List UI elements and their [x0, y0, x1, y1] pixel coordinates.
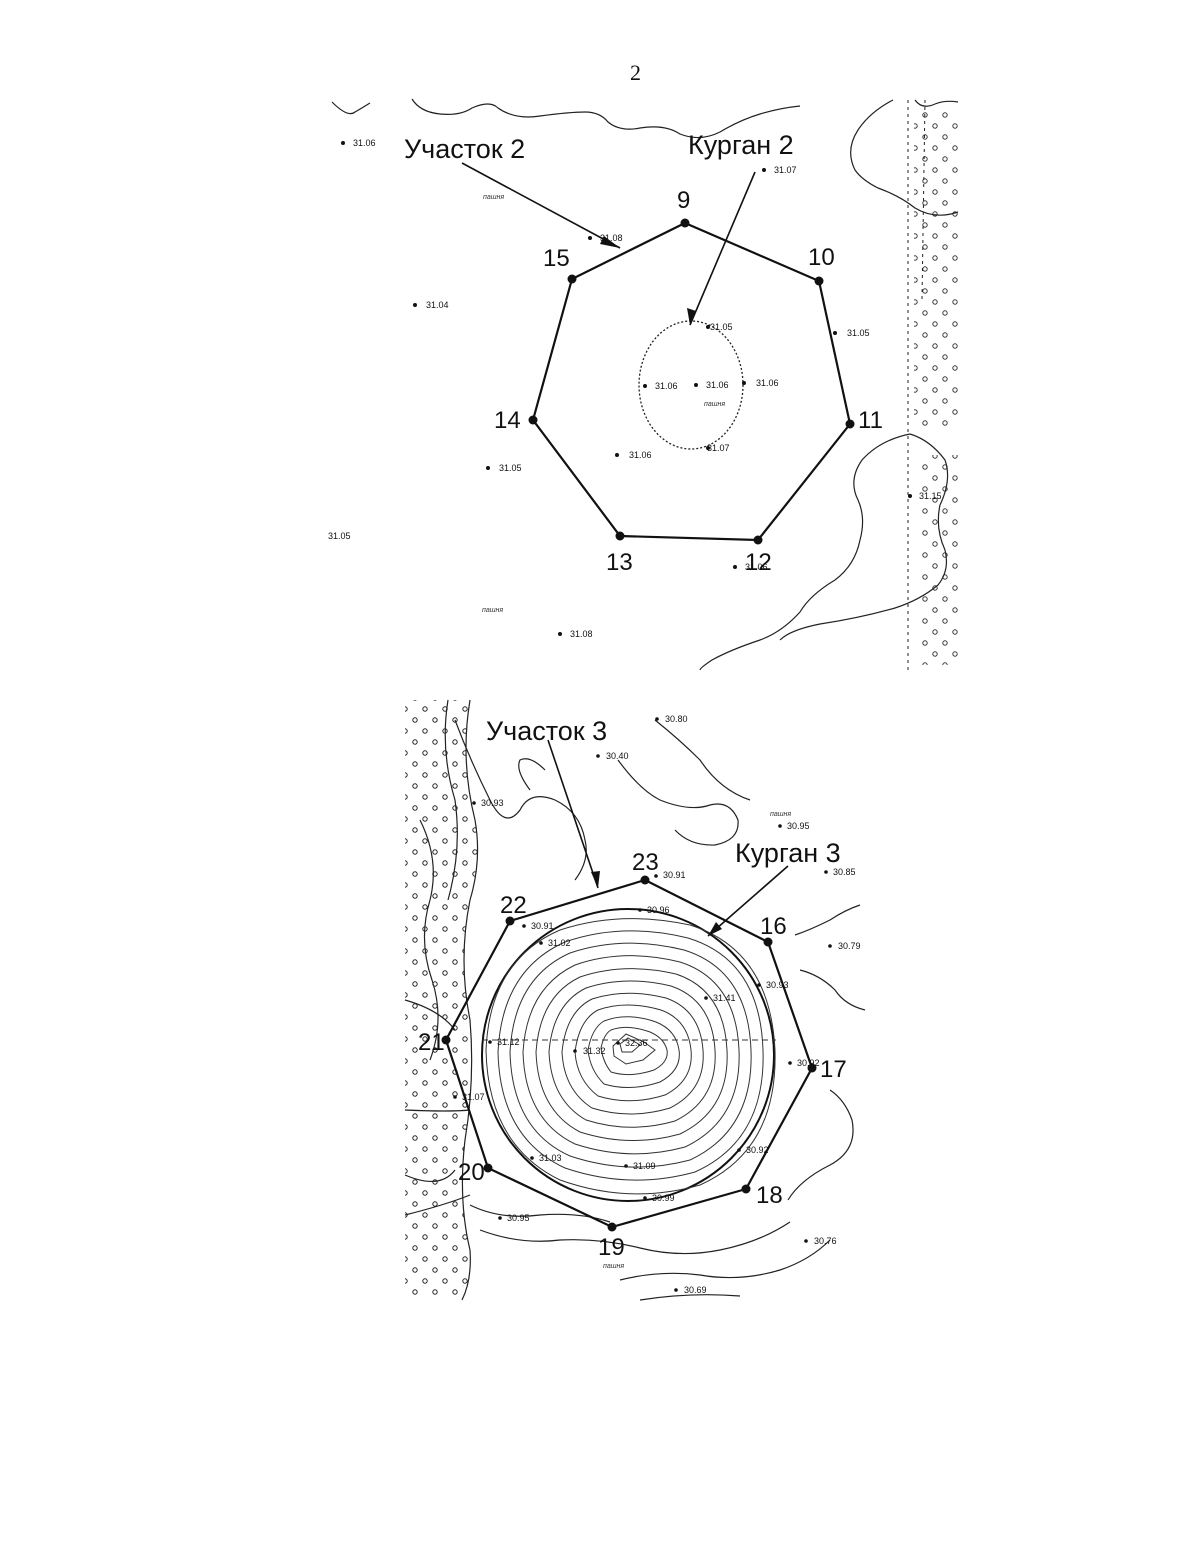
svg-text:30.80: 30.80: [665, 714, 688, 724]
vertex-label-11: 11: [858, 407, 883, 434]
svg-text:31.32: 31.32: [583, 1046, 606, 1056]
vertex-marker: [640, 875, 650, 885]
vertex-marker: [528, 415, 538, 425]
svg-text:31.05: 31.05: [710, 322, 733, 332]
svg-text:31.08: 31.08: [600, 233, 623, 243]
vertex-label-9: 9: [677, 187, 690, 214]
svg-text:31.08: 31.08: [570, 629, 593, 639]
svg-text:31.06: 31.06: [756, 378, 779, 388]
svg-text:31.06: 31.06: [655, 381, 678, 391]
svg-text:32.36: 32.36: [625, 1038, 648, 1048]
svg-text:31.12: 31.12: [497, 1037, 520, 1047]
svg-text:30.96: 30.96: [647, 905, 670, 915]
vertex-marker: [505, 916, 515, 926]
vertex-marker: [680, 218, 690, 228]
svg-text:31.41: 31.41: [713, 993, 736, 1003]
svg-text:31.05: 31.05: [499, 463, 522, 473]
plot-label: Участок 3: [486, 716, 607, 746]
svg-text:31.06: 31.06: [745, 562, 768, 572]
terrain-note: пашня: [603, 1263, 624, 1270]
vertex-marker: [607, 1222, 617, 1232]
mound-label: Курган 3: [735, 838, 841, 868]
svg-text:30.40: 30.40: [606, 751, 629, 761]
mound-label: Курган 2: [688, 130, 794, 160]
terrain-note: пашня: [482, 607, 503, 614]
svg-text:31.07: 31.07: [707, 443, 730, 453]
vertex-label-22: 22: [500, 892, 527, 919]
svg-text:31.05: 31.05: [847, 328, 870, 338]
vertex-marker: [441, 1035, 451, 1045]
svg-text:30.95: 30.95: [787, 821, 810, 831]
svg-text:31.06: 31.06: [353, 138, 376, 148]
vertex-marker: [567, 274, 577, 284]
vertex-label-19: 19: [598, 1234, 625, 1261]
svg-text:31.06: 31.06: [706, 380, 729, 390]
vertex-label-18: 18: [756, 1182, 783, 1209]
map-plot-3: Участок 3 Курган 3 16 17 18 19 20 21 22 …: [404, 699, 866, 1301]
vertex-marker: [615, 531, 625, 541]
svg-text:30.91: 30.91: [531, 921, 554, 931]
plot-label: Участок 2: [404, 134, 525, 164]
elevation-points: 30.80 30.40 30.93 30.91 30.95 30.96 30.9…: [453, 714, 861, 1295]
vertex-label-13: 13: [606, 549, 633, 576]
vertex-marker: [483, 1163, 493, 1173]
vertex-label-10: 10: [808, 244, 835, 271]
vertex-label-14: 14: [494, 407, 521, 434]
elevation-points: 31.06 31.08 31.07 31.04 31.05 31.05 31.0…: [328, 138, 942, 639]
vertex-marker: [741, 1184, 751, 1194]
svg-text:30.95: 30.95: [507, 1213, 530, 1223]
svg-text:30.69: 30.69: [684, 1285, 707, 1295]
vertex-label-15: 15: [543, 245, 570, 272]
svg-text:30.79: 30.79: [838, 941, 861, 951]
svg-text:30.92: 30.92: [746, 1145, 769, 1155]
vertex-marker: [807, 1063, 817, 1073]
terrain-note: пашня: [770, 811, 791, 818]
map-plot-2: 9 10 11 12 13 14 15 Участок 2 Курган 2 3…: [328, 98, 960, 671]
svg-text:30.76: 30.76: [814, 1236, 837, 1246]
svg-text:30.91: 30.91: [663, 870, 686, 880]
svg-text:31.06: 31.06: [629, 450, 652, 460]
svg-text:30.92: 30.92: [797, 1058, 820, 1068]
svg-text:31.07: 31.07: [462, 1092, 485, 1102]
svg-text:30.93: 30.93: [766, 980, 789, 990]
svg-text:31.03: 31.03: [539, 1153, 562, 1163]
vertex-label-23: 23: [632, 849, 659, 876]
vertex-marker: [753, 535, 763, 545]
svg-text:31.09: 31.09: [633, 1161, 656, 1171]
terrain-note: пашня: [483, 194, 504, 201]
svg-text:30.99: 30.99: [652, 1193, 675, 1203]
svg-text:30.85: 30.85: [833, 867, 856, 877]
page-number: 2: [630, 60, 641, 85]
terrain-note: пашня: [704, 401, 725, 408]
svg-text:31.02: 31.02: [548, 938, 571, 948]
vertex-label-20: 20: [458, 1159, 485, 1186]
vertex-label-21: 21: [418, 1029, 445, 1056]
vertex-marker: [763, 937, 773, 947]
vertex-label-12: 12: [745, 549, 772, 576]
svg-text:31.15: 31.15: [919, 491, 942, 501]
svg-text:31.05: 31.05: [328, 531, 351, 541]
svg-text:30.93: 30.93: [481, 798, 504, 808]
svg-text:31.07: 31.07: [774, 165, 797, 175]
vertex-marker: [814, 276, 824, 286]
vertex-label-17: 17: [820, 1056, 847, 1083]
vertex-marker: [845, 419, 855, 429]
svg-text:31.04: 31.04: [426, 300, 449, 310]
vertex-label-16: 16: [760, 913, 787, 940]
